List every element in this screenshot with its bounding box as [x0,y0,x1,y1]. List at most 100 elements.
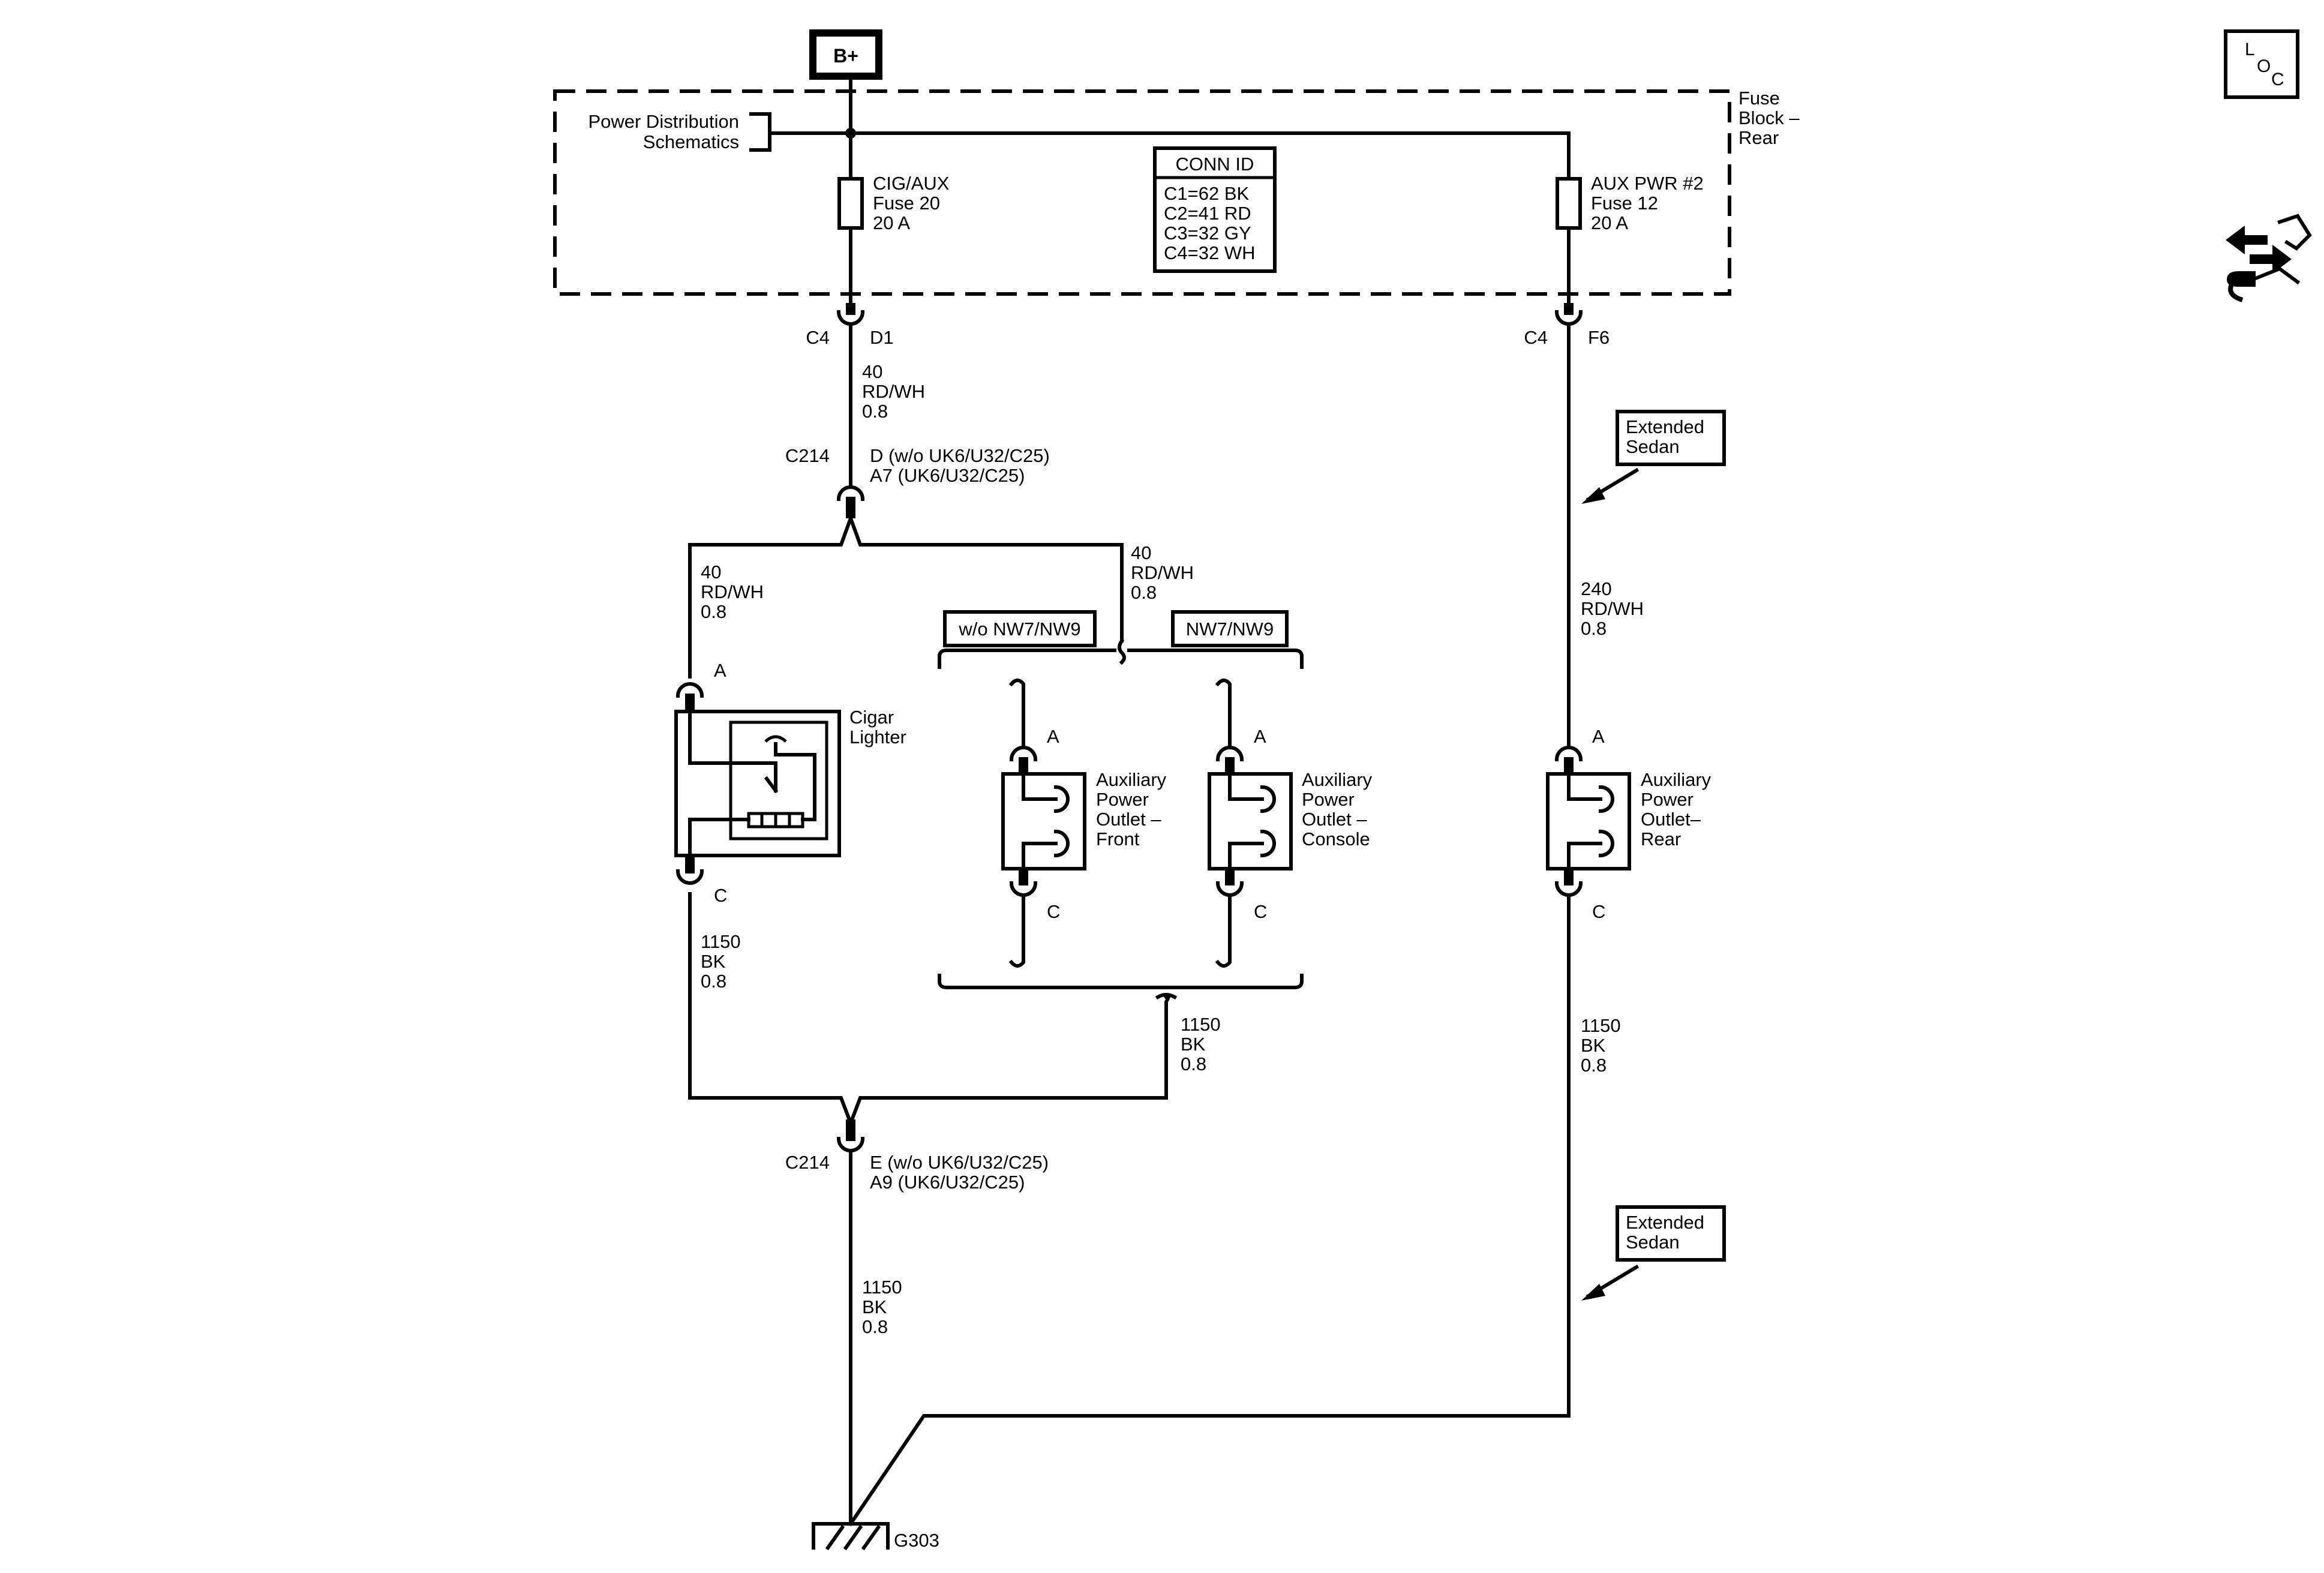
apo-console-pin-c: C [1254,901,1267,922]
cigar-lighter: A C Cigar Lighter [674,660,906,906]
c214-bottom-pin-2: A9 (UK6/U32/C25) [870,1172,1025,1193]
power-source: B+ [809,29,882,80]
pds-label-1: Power Distribution [588,111,739,132]
loc-letter-o: O [2257,56,2271,76]
wire-circuit: 1150 [1181,1014,1221,1035]
fuse-20-number: Fuse 20 [873,193,940,214]
apo-rear-pin-c: C [1592,901,1605,922]
aux-power-outlet-rear: A C Auxiliary Power Outlet– Rear [1546,726,1712,922]
ground-g303: G303 [812,1522,939,1551]
wire-size: 0.8 [862,1316,888,1337]
extended-sedan-line-1: Extended [1626,1212,1704,1233]
loc-letter-c: C [2271,70,2284,89]
location-view-icon[interactable]: L O C [2224,29,2299,99]
extended-sedan-tag-top: Extended Sedan [1581,410,1726,504]
conn-id-title: CONN ID [1176,154,1254,175]
option-with-nw7-nw9: NW7/NW9 [1171,610,1289,647]
connector-c214-bottom: C214 E (w/o UK6/U32/C25) A9 (UK6/U32/C25… [785,1119,1049,1193]
apo-front-pin-c: C [1047,901,1060,922]
fuse-cig-aux: CIG/AUX Fuse 20 20 A [837,173,950,233]
wire-size: 0.8 [1581,618,1607,639]
wire-1150-right-label: 1150 BK 0.8 [1581,1015,1621,1076]
conn-id-table: CONN ID C1=62 BK C2=41 RD C3=32 GY C4=32… [1153,146,1277,273]
wire-size: 0.8 [701,601,726,622]
wire-color: BK [1581,1035,1606,1056]
connector-c4-f6: C4 F6 [1524,303,1610,348]
fuse-block-label-2: Block – [1739,107,1800,128]
wire-color: RD/WH [862,381,925,402]
wire-color: BK [862,1296,887,1317]
option-with-label: NW7/NW9 [1186,619,1274,640]
wire-40-main-label: 40 RD/WH 0.8 [862,361,925,422]
wire-circuit: 1150 [862,1277,902,1298]
conn-id-row: C4=32 WH [1164,242,1255,263]
wire-1150-main-label: 1150 BK 0.8 [862,1277,902,1337]
extended-sedan-tag-bottom: Extended Sedan [1581,1205,1726,1301]
conn-id-row: C1=62 BK [1164,183,1250,204]
fuse-block-label-1: Fuse [1739,88,1780,109]
connector-plug-icon[interactable] [2226,214,2312,302]
cigar-pin-a: A [714,660,726,681]
cigar-pin-c: C [714,885,727,906]
loc-letter-l: L [2245,40,2255,59]
c4-left-name: C4 [806,327,830,348]
wire-size: 0.8 [701,971,726,992]
wire-circuit: 40 [701,562,721,583]
fuse-12-name: AUX PWR #2 [1591,173,1704,194]
apo-front-label-4: Front [1096,828,1140,849]
option-without-nw7-nw9: w/o NW7/NW9 [943,610,1097,647]
conn-id-row: C2=41 RD [1164,203,1251,224]
wire-circuit: 240 [1581,578,1612,599]
c214-top-pin-1: D (w/o UK6/U32/C25) [870,445,1050,466]
wire-240-label: 240 RD/WH 0.8 [1581,578,1644,639]
wire-size: 0.8 [862,401,888,422]
wire-circuit: 40 [862,361,882,382]
fuse-12-number: Fuse 12 [1591,193,1658,214]
wire-color: RD/WH [701,581,764,602]
c214-bottom-pin-1: E (w/o UK6/U32/C25) [870,1152,1049,1173]
apo-console-pin-a: A [1254,726,1266,747]
c214-top-name: C214 [785,445,830,466]
c4-right-name: C4 [1524,327,1548,348]
apo-front-label-3: Outlet – [1096,809,1161,830]
apo-console-label-2: Power [1302,789,1355,810]
wire-color: BK [701,951,726,972]
wire-size: 0.8 [1131,582,1157,603]
apo-console-label-3: Outlet – [1302,809,1367,830]
fuse-block-label-3: Rear [1739,127,1779,148]
fuse-20-name: CIG/AUX [873,173,950,194]
apo-front-pin-a: A [1047,726,1059,747]
connector-c214-top: C214 D (w/o UK6/U32/C25) A7 (UK6/U32/C25… [785,445,1050,518]
apo-rear-label-2: Power [1641,789,1694,810]
c4-right-pin: F6 [1588,327,1610,348]
wire-color: BK [1181,1034,1206,1055]
apo-rear-pin-a: A [1592,726,1605,747]
wire-1150-mid-label: 1150 BK 0.8 [1181,1014,1221,1074]
conn-id-row: C3=32 GY [1164,223,1251,244]
c214-top-pin-2: A7 (UK6/U32/C25) [870,465,1025,486]
extended-sedan-line-2: Sedan [1626,1232,1680,1253]
apo-front-label-2: Power [1096,789,1149,810]
c214-bottom-name: C214 [785,1152,830,1173]
apo-rear-label-3: Outlet– [1641,809,1701,830]
cigar-label-1: Cigar [849,707,894,728]
wire-color: RD/WH [1581,598,1644,619]
extended-sedan-line-1: Extended [1626,416,1704,437]
cigar-label-2: Lighter [849,727,906,748]
apo-rear-label-1: Auxiliary [1641,769,1712,790]
wire-color: RD/WH [1131,562,1194,583]
aux-power-outlet-console: A C Auxiliary Power Outlet – Console [1208,679,1373,968]
power-label: B+ [833,45,858,67]
apo-front-label-1: Auxiliary [1096,769,1167,790]
option-without-label: w/o NW7/NW9 [958,619,1080,640]
aux-power-outlet-front: A C Auxiliary Power Outlet – Front [1001,679,1167,968]
extended-sedan-line-2: Sedan [1626,436,1680,457]
wire-40-right-label: 40 RD/WH 0.8 [1131,542,1194,603]
fuse-12-rating: 20 A [1591,212,1628,233]
fuse-aux-pwr-2: AUX PWR #2 Fuse 12 20 A [1556,173,1704,233]
apo-rear-label-4: Rear [1641,828,1681,849]
fuse-block-rear: Fuse Block – Rear Power Distribution Sch… [553,88,1800,296]
wire-40-left-label: 40 RD/WH 0.8 [701,562,764,622]
fuse-20-rating: 20 A [873,212,910,233]
apo-console-label-1: Auxiliary [1302,769,1373,790]
